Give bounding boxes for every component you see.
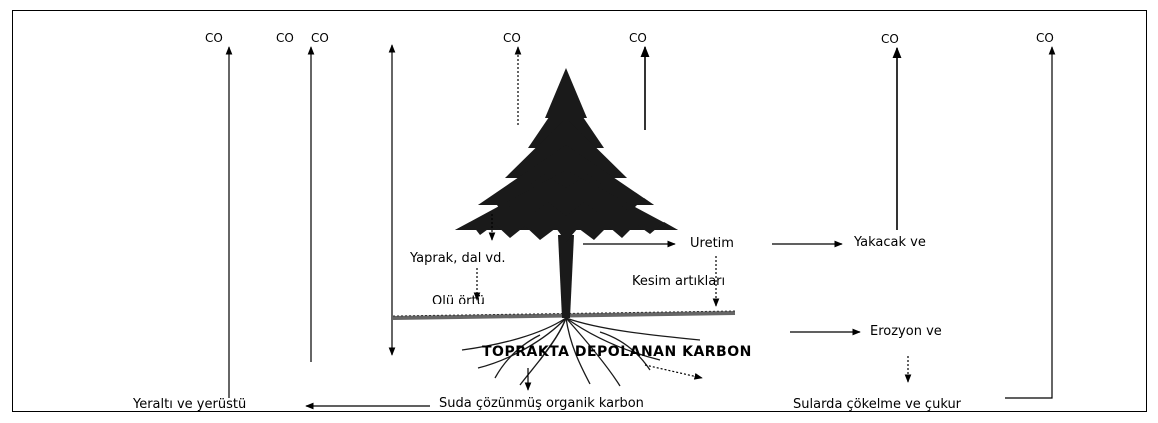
- arrow-co-7: [1005, 46, 1056, 399]
- co-label-1: CO: [205, 31, 223, 45]
- co-label-2: CO: [276, 31, 294, 45]
- label-dissolved-organic-carbon: Suda çözünmüş organik karbon: [439, 396, 644, 411]
- co-label-4: CO: [503, 31, 521, 45]
- co-label-6: CO: [881, 32, 899, 46]
- arrow-roots-right: [644, 364, 703, 380]
- co-flux-arrows: [225, 44, 1056, 399]
- label-fuel-wood: Yakacak ve: [854, 235, 926, 250]
- label-soil-carbon: TOPRAKTA DEPOLANAN KARBON: [482, 344, 752, 360]
- label-production: Üretim: [690, 236, 734, 248]
- tree-roots: [461, 317, 701, 387]
- label-erosion: Erozyon ve: [870, 324, 942, 339]
- label-harvest-residues: Kesim artıkları: [632, 274, 726, 285]
- tree-illustration: [455, 68, 678, 318]
- label-sedimentation: Sularda çökelme ve çukur: [793, 397, 962, 412]
- diagram-frame: [12, 10, 1147, 412]
- label-underground-surface: Yeraltı ve yerüstü: [133, 397, 247, 412]
- co-label-3: CO: [311, 31, 329, 45]
- label-dead-litter: Ölü örtü: [432, 294, 485, 304]
- label-leaves-branches: Yaprak, dal vd.: [410, 251, 506, 266]
- co-label-7: CO: [1036, 31, 1054, 45]
- co-label-5: CO: [629, 31, 647, 45]
- dotted-flow-arrows: [473, 214, 912, 383]
- flow-arrows: [305, 240, 861, 410]
